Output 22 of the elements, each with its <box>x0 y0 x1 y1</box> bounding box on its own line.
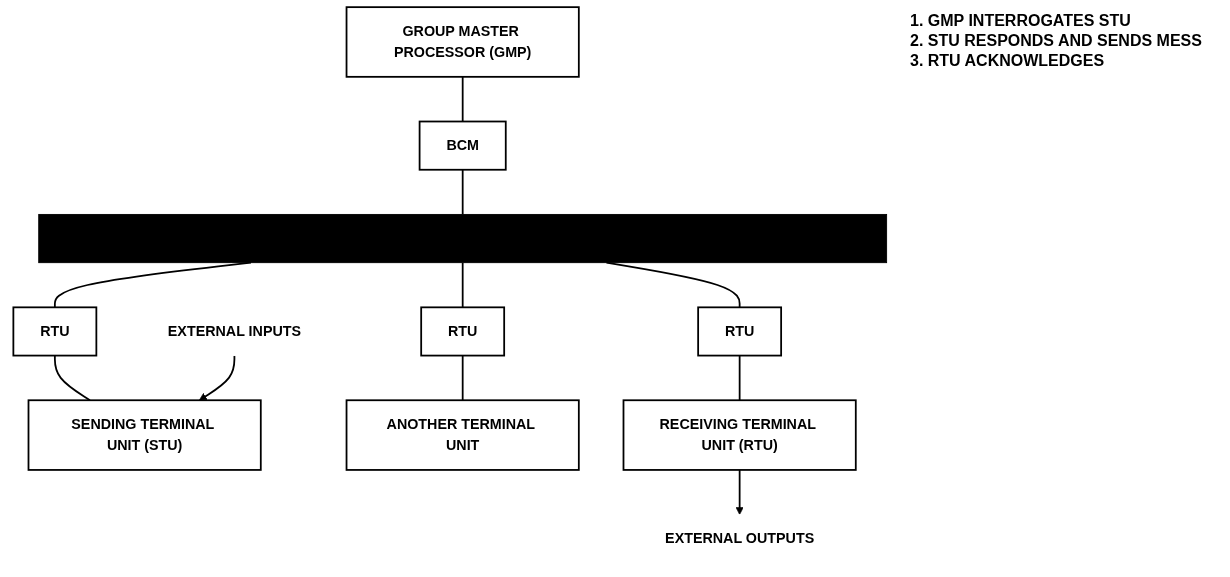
node-box: RTU <box>697 306 783 357</box>
node-box: ANOTHER TERMINAL UNIT <box>345 399 580 471</box>
connector <box>461 261 464 309</box>
step-note: 1. GMP INTERROGATES STU <box>910 12 1132 30</box>
arrow <box>735 469 744 515</box>
node-box: SENDING TERMINAL UNIT (STU) <box>27 399 262 471</box>
node-bar <box>38 213 888 264</box>
arrow <box>199 354 236 401</box>
connector <box>53 354 91 402</box>
step-note: 2. STU RESPONDS AND SENDS MESS <box>910 32 1203 50</box>
node-box: RTU <box>420 306 506 357</box>
connector <box>461 75 464 123</box>
connector <box>461 354 464 402</box>
node-text: EXTERNAL OUTPUTS <box>665 530 815 546</box>
node-box: RTU <box>12 306 98 357</box>
connector <box>738 354 741 402</box>
connector <box>461 168 464 216</box>
node-box: BCM <box>418 120 507 171</box>
node-box: RECEIVING TERMINAL UNIT (RTU) <box>622 399 857 471</box>
step-note: 3. RTU ACKNOWLEDGES <box>910 52 1106 70</box>
node-box: GROUP MASTER PROCESSOR (GMP) <box>345 6 580 78</box>
node-text: EXTERNAL INPUTS <box>167 323 302 339</box>
